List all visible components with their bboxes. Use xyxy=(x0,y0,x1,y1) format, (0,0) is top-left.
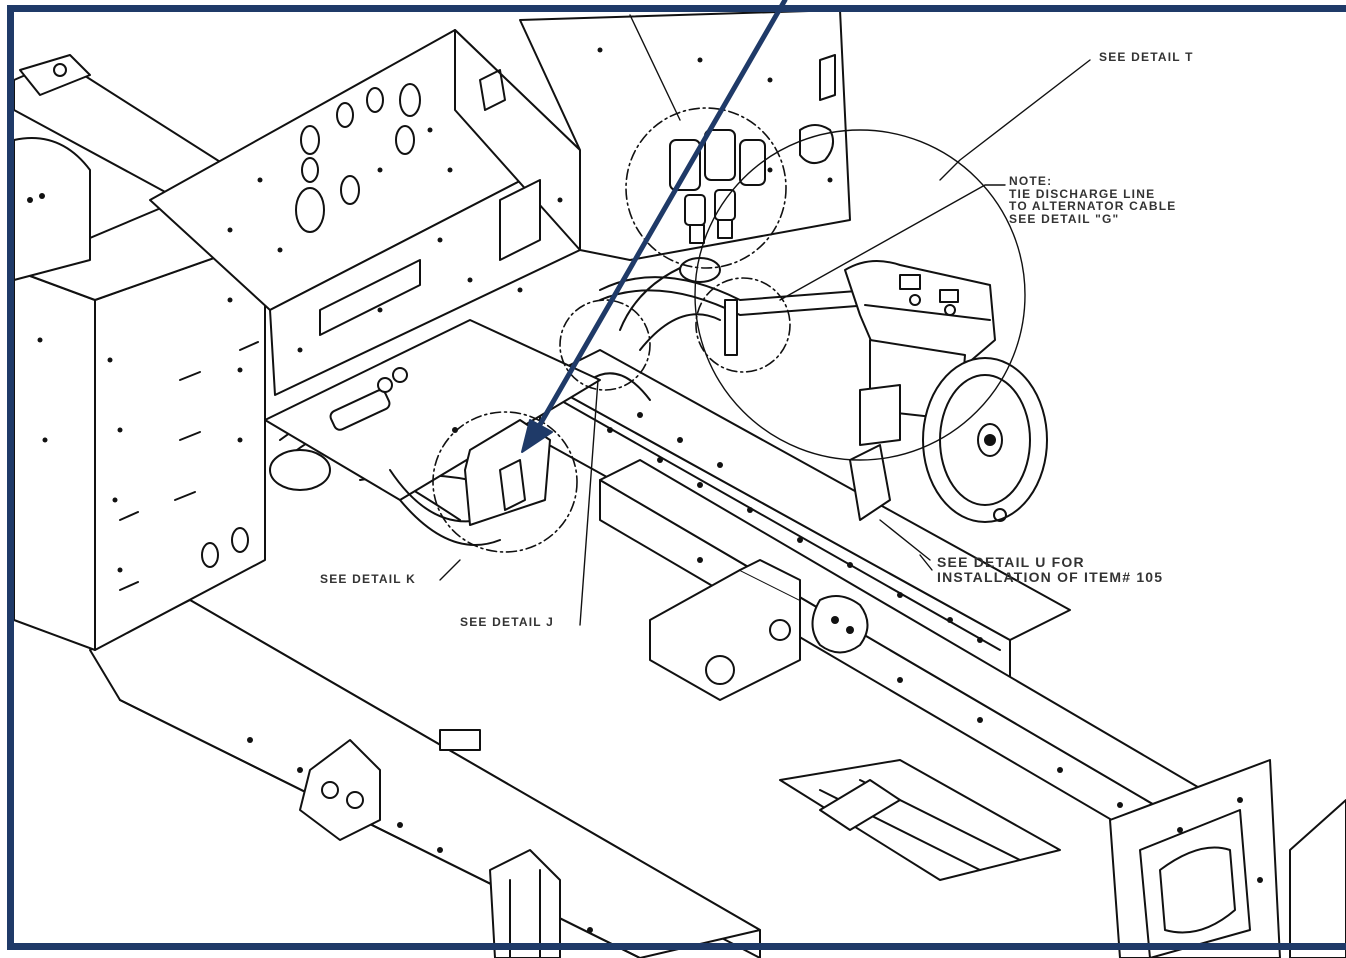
front-axle xyxy=(264,319,601,546)
note-line: TIE DISCHARGE LINE xyxy=(1009,186,1156,201)
see-detail-t-label: SEE DETAIL T xyxy=(1099,50,1194,64)
note-line: TO ALTERNATOR CABLE xyxy=(1009,199,1177,214)
note-line: SEE DETAIL "G" xyxy=(1009,211,1120,226)
note-callout: NOTE: TIE DISCHARGE LINE TO ALTERNATOR C… xyxy=(1009,175,1176,225)
cross-member xyxy=(779,759,1061,881)
rear-frame-end xyxy=(1109,759,1346,958)
electrical-box xyxy=(149,29,581,396)
detail-u-line: INSTALLATION OF ITEM# 105 xyxy=(937,568,1164,585)
callout-arrow xyxy=(521,0,788,453)
spring-hanger xyxy=(649,559,869,701)
air-compressor xyxy=(844,260,1048,523)
detail-u-callout: SEE DETAIL U FOR INSTALLATION OF ITEM# 1… xyxy=(937,555,1163,584)
see-detail-j-label: SEE DETAIL J xyxy=(460,615,554,629)
lower-bracket xyxy=(299,729,561,958)
note-line: NOTE: xyxy=(1009,174,1053,188)
detail-u-line: SEE DETAIL U FOR xyxy=(937,554,1085,570)
leader-lines xyxy=(439,14,1091,626)
detail-circles xyxy=(432,107,791,553)
see-detail-k-label: SEE DETAIL K xyxy=(320,572,416,586)
frame-rail-left xyxy=(89,599,761,958)
air-valve-cluster xyxy=(669,129,766,244)
detail-t-circle xyxy=(694,129,1026,461)
